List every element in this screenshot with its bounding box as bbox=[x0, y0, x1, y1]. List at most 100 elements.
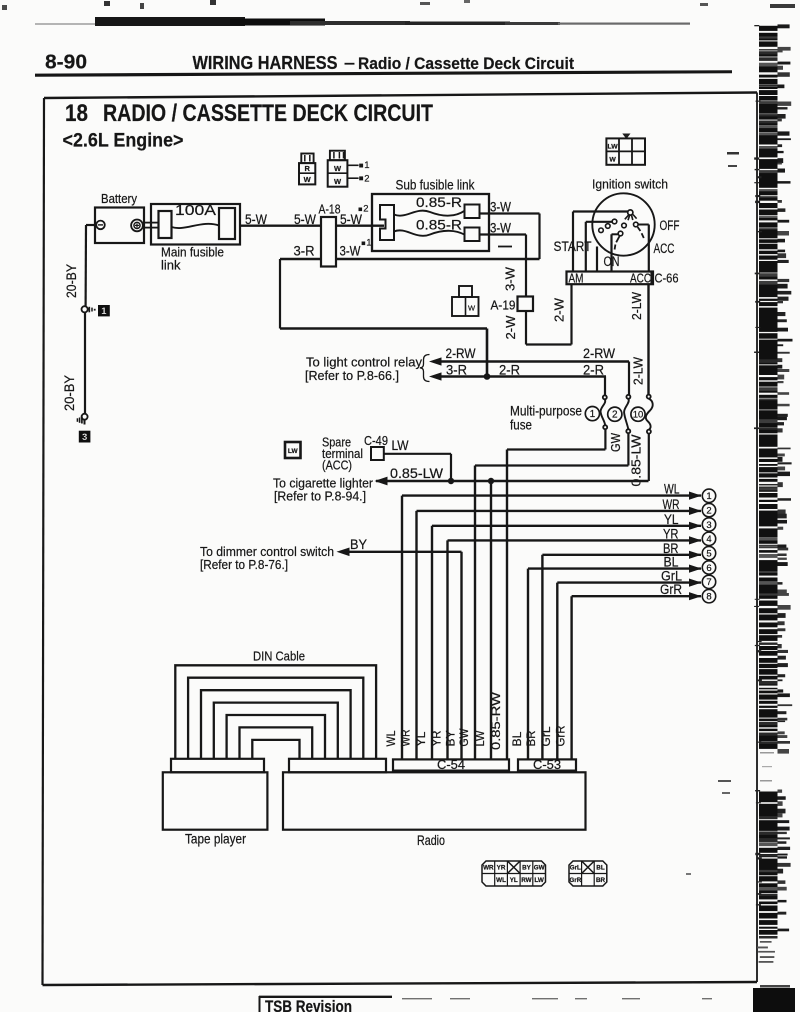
svg-text:fuse: fuse bbox=[510, 418, 532, 433]
svg-text:BY: BY bbox=[350, 537, 367, 552]
svg-text:GrR: GrR bbox=[569, 877, 581, 884]
svg-text:100A: 100A bbox=[175, 202, 216, 219]
svg-text:ACC: ACC bbox=[630, 271, 651, 286]
svg-text:ON: ON bbox=[604, 254, 620, 269]
svg-text:C-54: C-54 bbox=[437, 758, 465, 772]
svg-text:2: 2 bbox=[363, 204, 368, 215]
svg-text:To cigarette lighter: To cigarette lighter bbox=[273, 476, 374, 491]
svg-text:RW: RW bbox=[521, 877, 531, 884]
svg-text:2-W: 2-W bbox=[504, 315, 518, 339]
svg-text:GW: GW bbox=[609, 433, 623, 452]
svg-text:BY: BY bbox=[522, 865, 532, 872]
svg-text:2: 2 bbox=[612, 410, 618, 421]
svg-text:0.85-LW: 0.85-LW bbox=[390, 465, 444, 481]
svg-text:BL: BL bbox=[596, 865, 605, 872]
svg-text:A-18: A-18 bbox=[319, 202, 341, 217]
svg-text:C-53: C-53 bbox=[533, 758, 561, 772]
svg-text:GrL: GrL bbox=[661, 569, 682, 584]
svg-text:2-LW: 2-LW bbox=[630, 292, 644, 320]
svg-text:Main fusible: Main fusible bbox=[161, 245, 224, 260]
svg-text:DIN Cable: DIN Cable bbox=[253, 649, 305, 664]
svg-text:W: W bbox=[334, 164, 342, 173]
svg-text:To dimmer control switch: To dimmer control switch bbox=[200, 544, 334, 559]
svg-text:GrL: GrL bbox=[570, 865, 581, 872]
svg-text:YR: YR bbox=[497, 865, 506, 872]
svg-text:GrR: GrR bbox=[555, 726, 567, 747]
svg-text:R: R bbox=[304, 164, 310, 173]
svg-text:8-90: 8-90 bbox=[45, 51, 87, 74]
svg-text:4: 4 bbox=[706, 534, 711, 545]
svg-text:YL: YL bbox=[510, 877, 518, 884]
svg-text:WL: WL bbox=[496, 877, 506, 884]
svg-text:2-W: 2-W bbox=[553, 298, 567, 322]
svg-text:0.85-LW: 0.85-LW bbox=[629, 434, 643, 486]
svg-text:3-W: 3-W bbox=[490, 200, 511, 215]
svg-text:Sub fusible link: Sub fusible link bbox=[396, 177, 476, 193]
svg-text:OFF: OFF bbox=[660, 218, 680, 233]
svg-text:2: 2 bbox=[364, 173, 369, 184]
svg-text:2-RW: 2-RW bbox=[446, 346, 476, 361]
svg-text:TSB Revision: TSB Revision bbox=[265, 997, 352, 1012]
svg-text:YL: YL bbox=[416, 731, 428, 747]
svg-text:3: 3 bbox=[82, 432, 87, 443]
svg-text:Spare: Spare bbox=[322, 435, 351, 450]
svg-text:AM: AM bbox=[569, 271, 584, 286]
svg-text:LW: LW bbox=[392, 438, 409, 453]
svg-text:link: link bbox=[161, 258, 181, 273]
svg-text:5-W: 5-W bbox=[294, 212, 316, 227]
svg-text:3-W: 3-W bbox=[504, 267, 518, 291]
svg-text:0.85-R: 0.85-R bbox=[416, 217, 462, 233]
svg-text:Multi-purpose: Multi-purpose bbox=[510, 404, 582, 419]
svg-text:[Refer to P.8-66.]: [Refer to P.8-66.] bbox=[305, 369, 399, 383]
svg-text:WR: WR bbox=[483, 865, 494, 872]
svg-text:ACC: ACC bbox=[654, 241, 675, 256]
svg-text:3-R: 3-R bbox=[294, 244, 315, 259]
svg-text:BR: BR bbox=[663, 541, 679, 556]
svg-text:Radio / Cassette Deck Circuit: Radio / Cassette Deck Circuit bbox=[358, 55, 574, 73]
svg-text:10: 10 bbox=[633, 410, 644, 421]
svg-text:BL: BL bbox=[664, 555, 679, 570]
svg-text:LW: LW bbox=[607, 144, 618, 151]
svg-text:0.85-R: 0.85-R bbox=[416, 194, 462, 210]
svg-text:5-W: 5-W bbox=[245, 212, 267, 227]
svg-text:START: START bbox=[554, 239, 592, 254]
svg-text:LW: LW bbox=[534, 877, 543, 884]
svg-text:BY: BY bbox=[445, 730, 457, 746]
svg-text:GW: GW bbox=[459, 728, 471, 746]
svg-text:YR: YR bbox=[431, 731, 443, 747]
svg-text:Ignition switch: Ignition switch bbox=[592, 177, 668, 192]
svg-text:<2.6L Engine>: <2.6L Engine> bbox=[63, 130, 184, 152]
svg-text:3-R: 3-R bbox=[446, 363, 467, 378]
svg-text:1: 1 bbox=[101, 306, 107, 317]
svg-text:20-BY: 20-BY bbox=[62, 375, 77, 411]
svg-text:18: 18 bbox=[65, 100, 88, 127]
svg-text:2: 2 bbox=[706, 505, 711, 516]
svg-text:A-19: A-19 bbox=[491, 298, 516, 313]
svg-text:W: W bbox=[609, 157, 616, 164]
svg-text:WL: WL bbox=[664, 482, 680, 497]
svg-text:2-R: 2-R bbox=[583, 363, 604, 378]
svg-text:C-66: C-66 bbox=[655, 271, 679, 286]
svg-text:20-BY: 20-BY bbox=[64, 264, 79, 298]
svg-text:3-W: 3-W bbox=[340, 244, 361, 259]
svg-text:RADIO / CASSETTE DECK CIRCUIT: RADIO / CASSETTE DECK CIRCUIT bbox=[103, 100, 433, 127]
svg-text:1: 1 bbox=[590, 409, 596, 420]
svg-text:WR: WR bbox=[663, 497, 680, 512]
svg-text:0.85-RW: 0.85-RW bbox=[491, 692, 503, 750]
svg-text:2-R: 2-R bbox=[499, 363, 520, 378]
svg-text:5-W: 5-W bbox=[340, 212, 362, 227]
svg-text:[Refer to P.8-94.]: [Refer to P.8-94.] bbox=[274, 490, 366, 504]
svg-text:7: 7 bbox=[706, 577, 711, 588]
svg-text:BL: BL bbox=[512, 731, 524, 747]
svg-text:LW: LW bbox=[288, 448, 299, 455]
svg-text:WL: WL bbox=[386, 730, 398, 747]
svg-text:3: 3 bbox=[706, 520, 711, 531]
svg-text:3-W: 3-W bbox=[490, 221, 511, 236]
svg-text:(ACC): (ACC) bbox=[322, 458, 352, 473]
svg-text:BR: BR bbox=[526, 731, 538, 747]
svg-text:To light control relay: To light control relay bbox=[306, 355, 422, 370]
svg-text:BR: BR bbox=[596, 877, 606, 884]
svg-text:GrR: GrR bbox=[660, 582, 682, 597]
svg-text:W: W bbox=[304, 175, 312, 184]
svg-text:YR: YR bbox=[663, 526, 679, 541]
